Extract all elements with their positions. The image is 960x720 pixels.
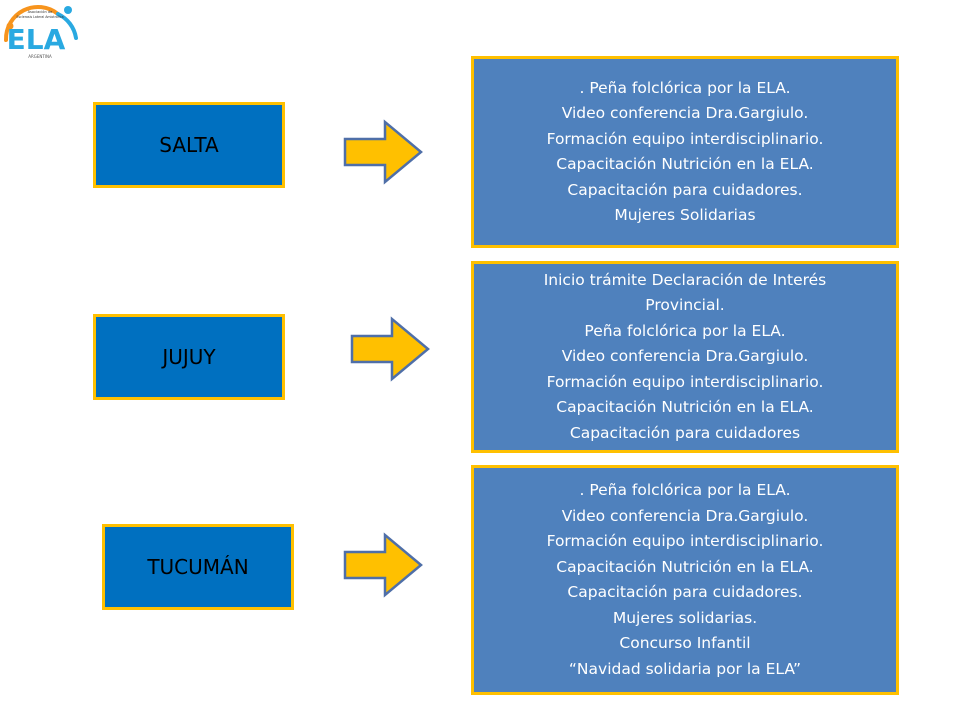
activity-item: Video conferencia Dra.Gargiulo. — [561, 506, 809, 525]
arrow-right-icon — [350, 316, 430, 382]
ela-argentina-logo: Asociación de Esclerosis Lateral Amiotró… — [3, 4, 78, 59]
activity-item: Concurso Infantil — [619, 634, 751, 652]
activity-item: Capacitación Nutrición en la ELA. — [556, 155, 814, 173]
activity-item: Inicio trámite Declaración de Interés Pr… — [543, 270, 827, 315]
activity-item: Formación equipo interdisciplinario. — [546, 129, 824, 148]
province-box-tucuman: TUCUMÁN — [102, 524, 294, 610]
arrow-right-icon — [343, 119, 423, 185]
activity-item: Capacitación para cuidadores — [569, 423, 801, 442]
activities-box-salta: . Peña folclórica por la ELA. Video conf… — [471, 56, 899, 248]
svg-text:ELA: ELA — [7, 23, 66, 56]
activity-item: Mujeres solidarias. — [612, 608, 758, 627]
province-box-jujuy: JUJUY — [93, 314, 285, 400]
svg-text:Esclerosis Lateral Amiotrófica: Esclerosis Lateral Amiotrófica — [16, 15, 63, 19]
activity-item: Capacitación para cuidadores. — [567, 583, 803, 601]
activities-box-jujuy: Inicio trámite Declaración de Interés Pr… — [471, 261, 899, 453]
activity-item: Mujeres Solidarias — [614, 206, 756, 224]
activity-item: Capacitación Nutrición en la ELA. — [556, 557, 814, 576]
activities-box-tucuman: . Peña folclórica por la ELA. Video conf… — [471, 465, 899, 695]
activity-item: Video conferencia Dra.Gargiulo. — [561, 104, 809, 122]
activity-item: Formación equipo interdisciplinario. — [546, 532, 824, 550]
svg-text:ARGENTINA: ARGENTINA — [28, 54, 52, 59]
arrow-right-icon — [343, 532, 423, 598]
province-label: TUCUMÁN — [147, 555, 249, 579]
activity-item: Formación equipo interdisciplinario. — [546, 372, 824, 391]
activity-item: “Navidad solidaria por la ELA” — [568, 659, 802, 678]
svg-text:Asociación de: Asociación de — [28, 10, 54, 14]
activity-item: . Peña folclórica por la ELA. — [579, 78, 791, 97]
province-label: JUJUY — [162, 345, 216, 369]
activity-item: Peña folclórica por la ELA. — [584, 321, 786, 340]
activity-item: Capacitación para cuidadores. — [567, 180, 803, 199]
province-label: SALTA — [159, 133, 219, 157]
activity-item: . Peña folclórica por la ELA. — [579, 481, 791, 499]
province-box-salta: SALTA — [93, 102, 285, 188]
activity-item: Video conferencia Dra.Gargiulo. — [561, 347, 809, 366]
activity-item: Capacitación Nutrición en la ELA. — [556, 398, 814, 417]
